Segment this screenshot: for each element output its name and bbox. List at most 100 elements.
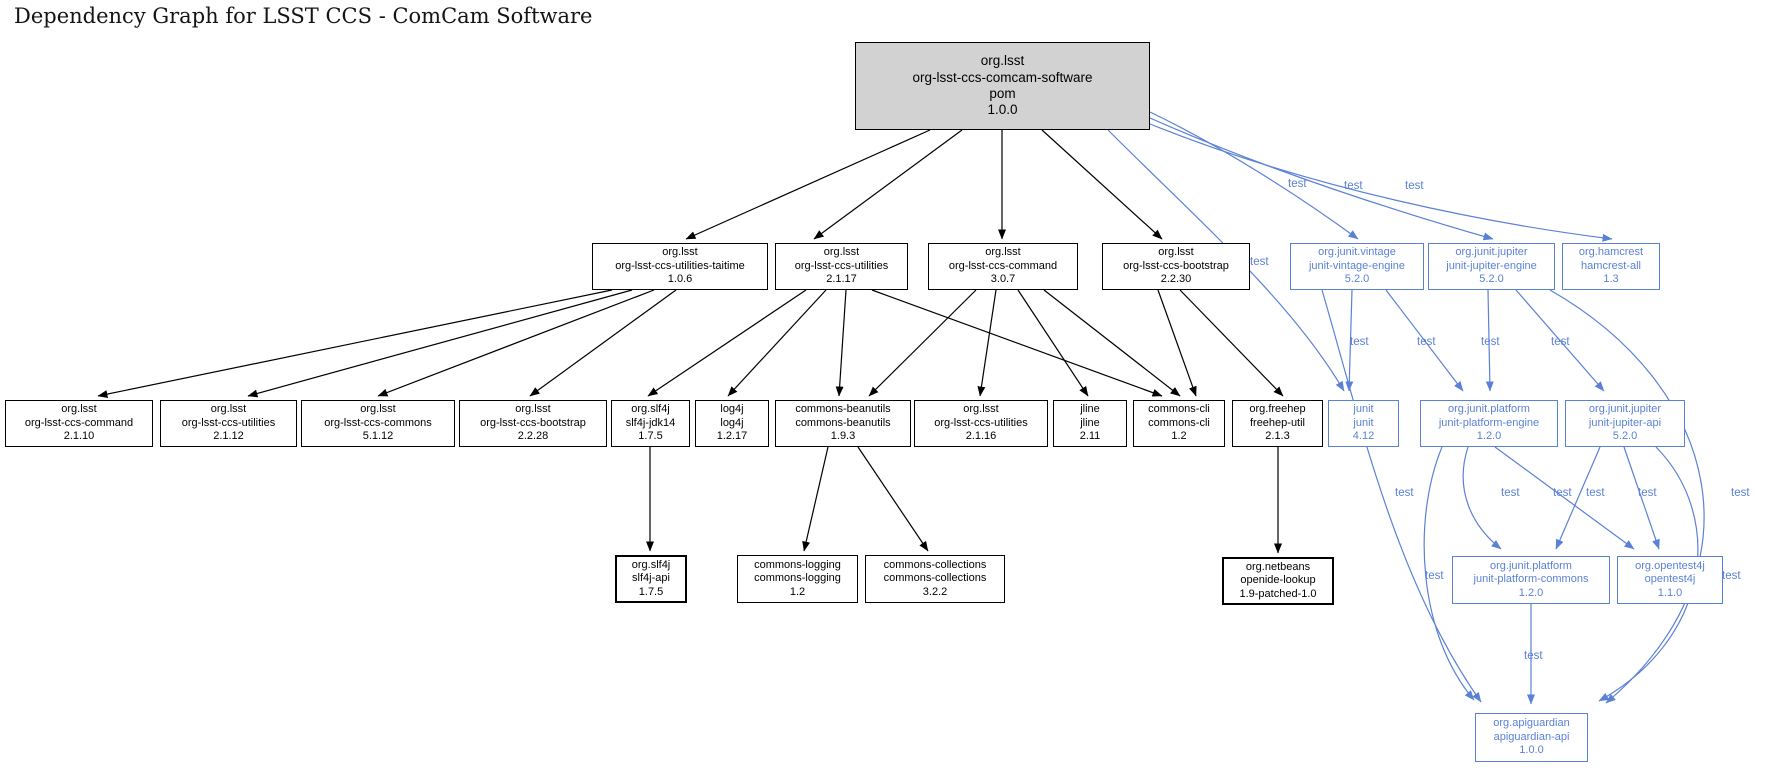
edge-label-test: test: [1551, 336, 1570, 348]
edge-platformengine-apiguardian: [1423, 446, 1475, 701]
node-group: commons-collections: [883, 558, 987, 571]
node-artifact: junit-platform-commons: [1473, 573, 1589, 586]
node-group: org.lsst: [210, 403, 247, 416]
node-artifact: slf4j-jdk14: [625, 416, 676, 429]
node-version: 1.0.6: [667, 273, 693, 286]
node-junit-platform-engine: org.junit.platform junit-platform-engine…: [1420, 400, 1558, 447]
node-version: 5.2.0: [1344, 273, 1370, 286]
node-org-lsst-ccs-utilities-2117: org.lsst org-lsst-ccs-utilities 2.1.17: [775, 243, 908, 290]
node-artifact: org-lsst-ccs-bootstrap: [480, 416, 586, 429]
edge-label-test: test: [1405, 180, 1424, 192]
node-group: junit: [1353, 403, 1374, 416]
node-artifact: commons-logging: [754, 572, 841, 585]
node-artifact: commons-beanutils: [795, 416, 891, 429]
node-junit-jupiter-engine: org.junit.jupiter junit-jupiter-engine 5…: [1428, 243, 1555, 290]
node-version: 1.2.0: [1476, 430, 1502, 443]
node-org-lsst-ccs-command-2110: org.lsst org-lsst-ccs-command 2.1.10: [5, 400, 153, 447]
edge-command307-beanutils: [868, 289, 977, 397]
node-group: org.junit.platform: [1490, 559, 1572, 572]
node-version: 2.1.10: [63, 430, 95, 443]
edge-label-test: test: [1553, 487, 1572, 499]
node-artifact: junit-platform-engine: [1438, 416, 1540, 429]
node-artifact: openide-lookup: [1240, 574, 1316, 587]
node-junit: junit junit 4.12: [1328, 400, 1399, 447]
node-artifact: junit-jupiter-api: [1588, 416, 1662, 429]
node-org-lsst-ccs-utilities-2116: org.lsst org-lsst-ccs-utilities 2.1.16: [914, 400, 1048, 447]
node-version: 1.7.5: [638, 585, 664, 598]
node-artifact: commons-collections: [883, 572, 987, 585]
node-artifact: log4j: [720, 416, 744, 429]
edge-jupiterapi-platform-commons: [1555, 446, 1601, 550]
node-org-lsst-ccs-command-307: org.lsst org-lsst-ccs-command 3.0.7: [928, 243, 1078, 290]
node-version: 1.0.0: [987, 102, 1018, 118]
node-group: org.lsst: [360, 403, 396, 416]
edge-command307-jline: [1017, 289, 1089, 397]
node-group: org.lsst: [61, 403, 97, 416]
edge-label-test: test: [1395, 487, 1414, 499]
node-junit-vintage-engine: org.junit.vintage junit-vintage-engine 5…: [1290, 243, 1424, 290]
node-group: org.lsst: [963, 403, 999, 416]
node-group: org.junit.vintage: [1318, 246, 1396, 259]
node-group: jline: [1080, 403, 1100, 416]
node-version: 1.9.3: [830, 430, 856, 443]
node-jline: jline jline 2.11: [1053, 400, 1127, 447]
edge-vintage-junit: [1345, 289, 1354, 392]
edge-label-test: test: [1731, 487, 1750, 499]
node-hamcrest-all: org.hamcrest hamcrest-all 1.3: [1562, 243, 1660, 290]
edge-label-test: test: [1250, 256, 1269, 268]
node-org-lsst-ccs-comcam-software: org.lsst org-lsst-ccs-comcam-software po…: [855, 42, 1150, 130]
node-group: org.junit.jupiter: [1588, 403, 1662, 416]
node-version: 1.7.5: [638, 430, 663, 443]
edge-root-jupiter-engine: [1149, 117, 1494, 241]
node-artifact: org-lsst-ccs-utilities: [181, 416, 276, 429]
node-version: 1.0.0: [1519, 744, 1544, 757]
node-artifact: opentest4j: [1644, 573, 1696, 586]
node-version: 1.3: [1603, 273, 1619, 286]
node-version: 2.1.16: [965, 430, 997, 443]
node-artifact: commons-cli: [1148, 416, 1210, 429]
edge-label-test: test: [1344, 180, 1363, 192]
node-group: commons-beanutils: [795, 403, 891, 416]
node-group: org.lsst: [515, 403, 551, 416]
node-group: org.lsst: [985, 246, 1021, 259]
edge-platformengine-opentest4j: [1494, 446, 1635, 550]
node-version: 2.2.30: [1160, 273, 1192, 286]
edge-jupiterapi-opentest4j: [1623, 446, 1660, 550]
node-artifact: junit-jupiter-engine: [1446, 259, 1537, 272]
node-group: commons-logging: [754, 558, 841, 571]
edge-root-utilities-2117: [813, 129, 963, 240]
node-group: commons-cli: [1148, 403, 1210, 416]
graph-title: Dependency Graph for LSST CCS - ComCam S…: [14, 4, 593, 28]
edge-vintage-apiguardian: [1321, 289, 1482, 703]
node-group: org.opentest4j: [1635, 559, 1705, 572]
edge-bootstrap2230-freehep: [1179, 289, 1284, 397]
node-version: 4.12: [1352, 430, 1375, 443]
node-commons-logging: commons-logging commons-logging 1.2: [737, 555, 858, 603]
edge-label-test: test: [1586, 487, 1605, 499]
edge-label-test: test: [1350, 336, 1369, 348]
node-version: 2.1.3: [1265, 430, 1290, 443]
node-version: 5.2.0: [1612, 430, 1638, 443]
node-version: 1.2: [1171, 430, 1187, 443]
node-group: org.slf4j: [631, 558, 671, 571]
edge-taitime-bootstrap-2228: [529, 289, 677, 397]
edge-label-test: test: [1288, 178, 1307, 190]
node-artifact: org-lsst-ccs-commons: [324, 416, 432, 429]
node-slf4j-api: org.slf4j slf4j-api 1.7.5: [615, 555, 687, 603]
node-version: 1.1.0: [1657, 586, 1683, 599]
node-freehep-util: org.freehep freehep-util 2.1.3: [1232, 400, 1323, 447]
node-version: 2.2.28: [517, 430, 549, 443]
node-org-lsst-ccs-commons-5112: org.lsst org-lsst-ccs-commons 5.1.12: [301, 400, 455, 447]
node-commons-beanutils: commons-beanutils commons-beanutils 1.9.…: [775, 400, 911, 447]
node-version: 2.1.12: [213, 430, 244, 443]
node-group: org.lsst: [980, 53, 1025, 69]
node-artifact: org-lsst-ccs-bootstrap: [1123, 259, 1229, 272]
edge-root-hamcrest: [1149, 123, 1613, 242]
node-version: 1.2: [789, 585, 806, 598]
node-version: 3.2.2: [922, 585, 948, 598]
edge-label-test: test: [1501, 487, 1520, 499]
edge-root-vintage-engine: [1149, 111, 1359, 240]
node-artifact: junit: [1353, 416, 1374, 429]
node-org-lsst-ccs-bootstrap-2230: org.lsst org-lsst-ccs-bootstrap 2.2.30: [1102, 243, 1250, 290]
node-openide-lookup: org.netbeans openide-lookup 1.9-patched-…: [1222, 557, 1334, 605]
